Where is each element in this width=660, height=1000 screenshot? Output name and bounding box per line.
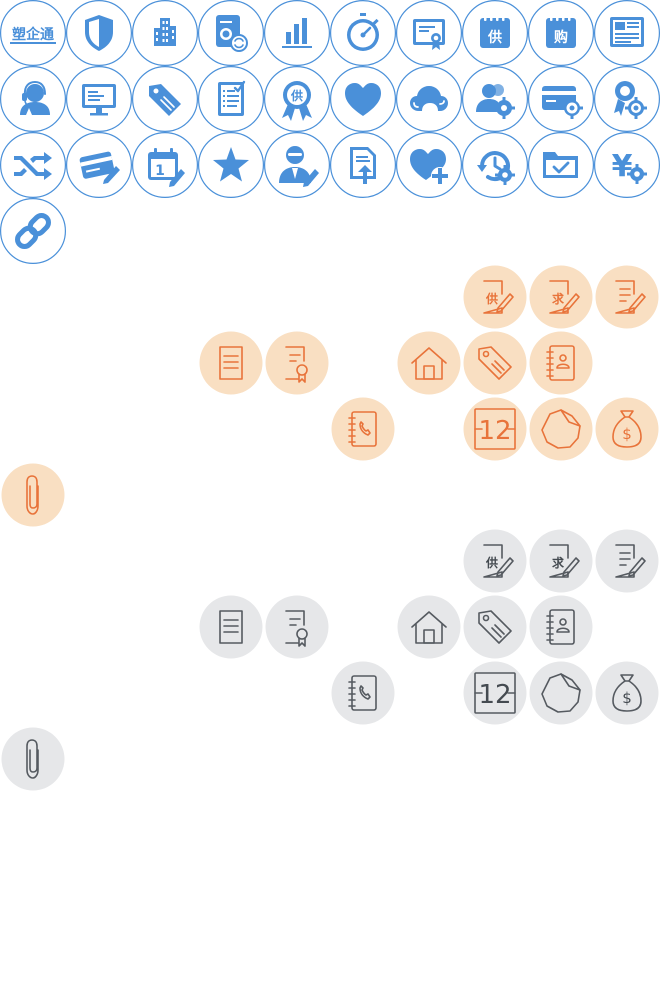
checklist-icon [197, 65, 265, 133]
phone-book-icon [330, 396, 396, 462]
money-bag-icon: $ [594, 660, 660, 726]
document-certificate-icon [264, 330, 330, 396]
paperclip-icon [0, 726, 66, 792]
calendar-edit-icon: 1 [131, 131, 199, 199]
shuffle-icon [0, 132, 66, 198]
price-tag-icon [462, 594, 528, 660]
demand-edit-icon: 求 [528, 264, 594, 330]
icon-glyph-text: $ [622, 425, 632, 443]
document-icon [198, 330, 264, 396]
brand-logo-icon: 塑企通 [0, 0, 66, 66]
folder-check-icon [527, 131, 595, 199]
price-tag-icon [131, 65, 199, 133]
money-bag-icon: $ [594, 396, 660, 462]
card-settings-icon [527, 65, 595, 133]
document-refresh-icon [198, 0, 264, 66]
sticky-badge-icon [528, 660, 594, 726]
flip-calendar-icon: 12 [462, 660, 528, 726]
newspaper-icon [594, 0, 660, 66]
icon-glyph-text: 塑企通 [12, 26, 54, 43]
icon-glyph-text: 求 [552, 555, 565, 570]
stopwatch-icon [330, 0, 396, 66]
heart-add-icon [395, 131, 463, 199]
supply-badge-icon: 供 [263, 65, 331, 133]
cloud-icon [395, 65, 463, 133]
user-settings-icon [461, 65, 529, 133]
supply-calendar-icon: 供 [462, 0, 528, 66]
star-icon [197, 131, 265, 199]
icon-glyph-text: 12 [478, 680, 511, 710]
customer-service-icon [0, 66, 66, 132]
link-icon [0, 198, 66, 264]
building-icon [132, 0, 198, 66]
home-icon [396, 330, 462, 396]
paperclip-icon [0, 462, 66, 528]
icon-glyph-text: 供 [290, 88, 303, 103]
flip-calendar-icon: 12 [462, 396, 528, 462]
document-certificate-icon [264, 594, 330, 660]
contact-book-icon [528, 594, 594, 660]
award-settings-icon [594, 66, 660, 132]
agent-edit-icon [263, 131, 331, 199]
monitor-icon [65, 65, 133, 133]
supply-edit-icon: 供 [462, 264, 528, 330]
purchase-calendar-icon: 购 [528, 0, 594, 66]
icon-glyph-text: ¥ [612, 149, 633, 184]
file-upload-icon [329, 131, 397, 199]
icon-glyph-text: 12 [478, 416, 511, 446]
certificate-icon [396, 0, 462, 66]
phone-book-icon [330, 660, 396, 726]
document-edit-icon [594, 264, 660, 330]
document-icon [198, 594, 264, 660]
card-edit-icon [65, 131, 133, 199]
demand-edit-icon: 求 [528, 528, 594, 594]
contact-book-icon [528, 330, 594, 396]
icon-glyph-text: 1 [155, 163, 165, 179]
icon-glyph-text: 供 [485, 555, 498, 570]
supply-edit-icon: 供 [462, 528, 528, 594]
icon-glyph-text: $ [622, 689, 632, 707]
icon-glyph-text: 购 [554, 29, 568, 46]
yen-settings-icon: ¥ [594, 132, 660, 198]
price-tag-icon [462, 330, 528, 396]
heart-icon [329, 65, 397, 133]
icon-glyph-text: 求 [552, 291, 565, 306]
sticky-badge-icon [528, 396, 594, 462]
history-settings-icon [461, 131, 529, 199]
icon-glyph-text: 供 [487, 29, 502, 46]
shield-icon [66, 0, 132, 66]
icon-glyph-text: 供 [485, 291, 498, 306]
document-edit-icon [594, 528, 660, 594]
bar-chart-icon [264, 0, 330, 66]
home-icon [396, 594, 462, 660]
